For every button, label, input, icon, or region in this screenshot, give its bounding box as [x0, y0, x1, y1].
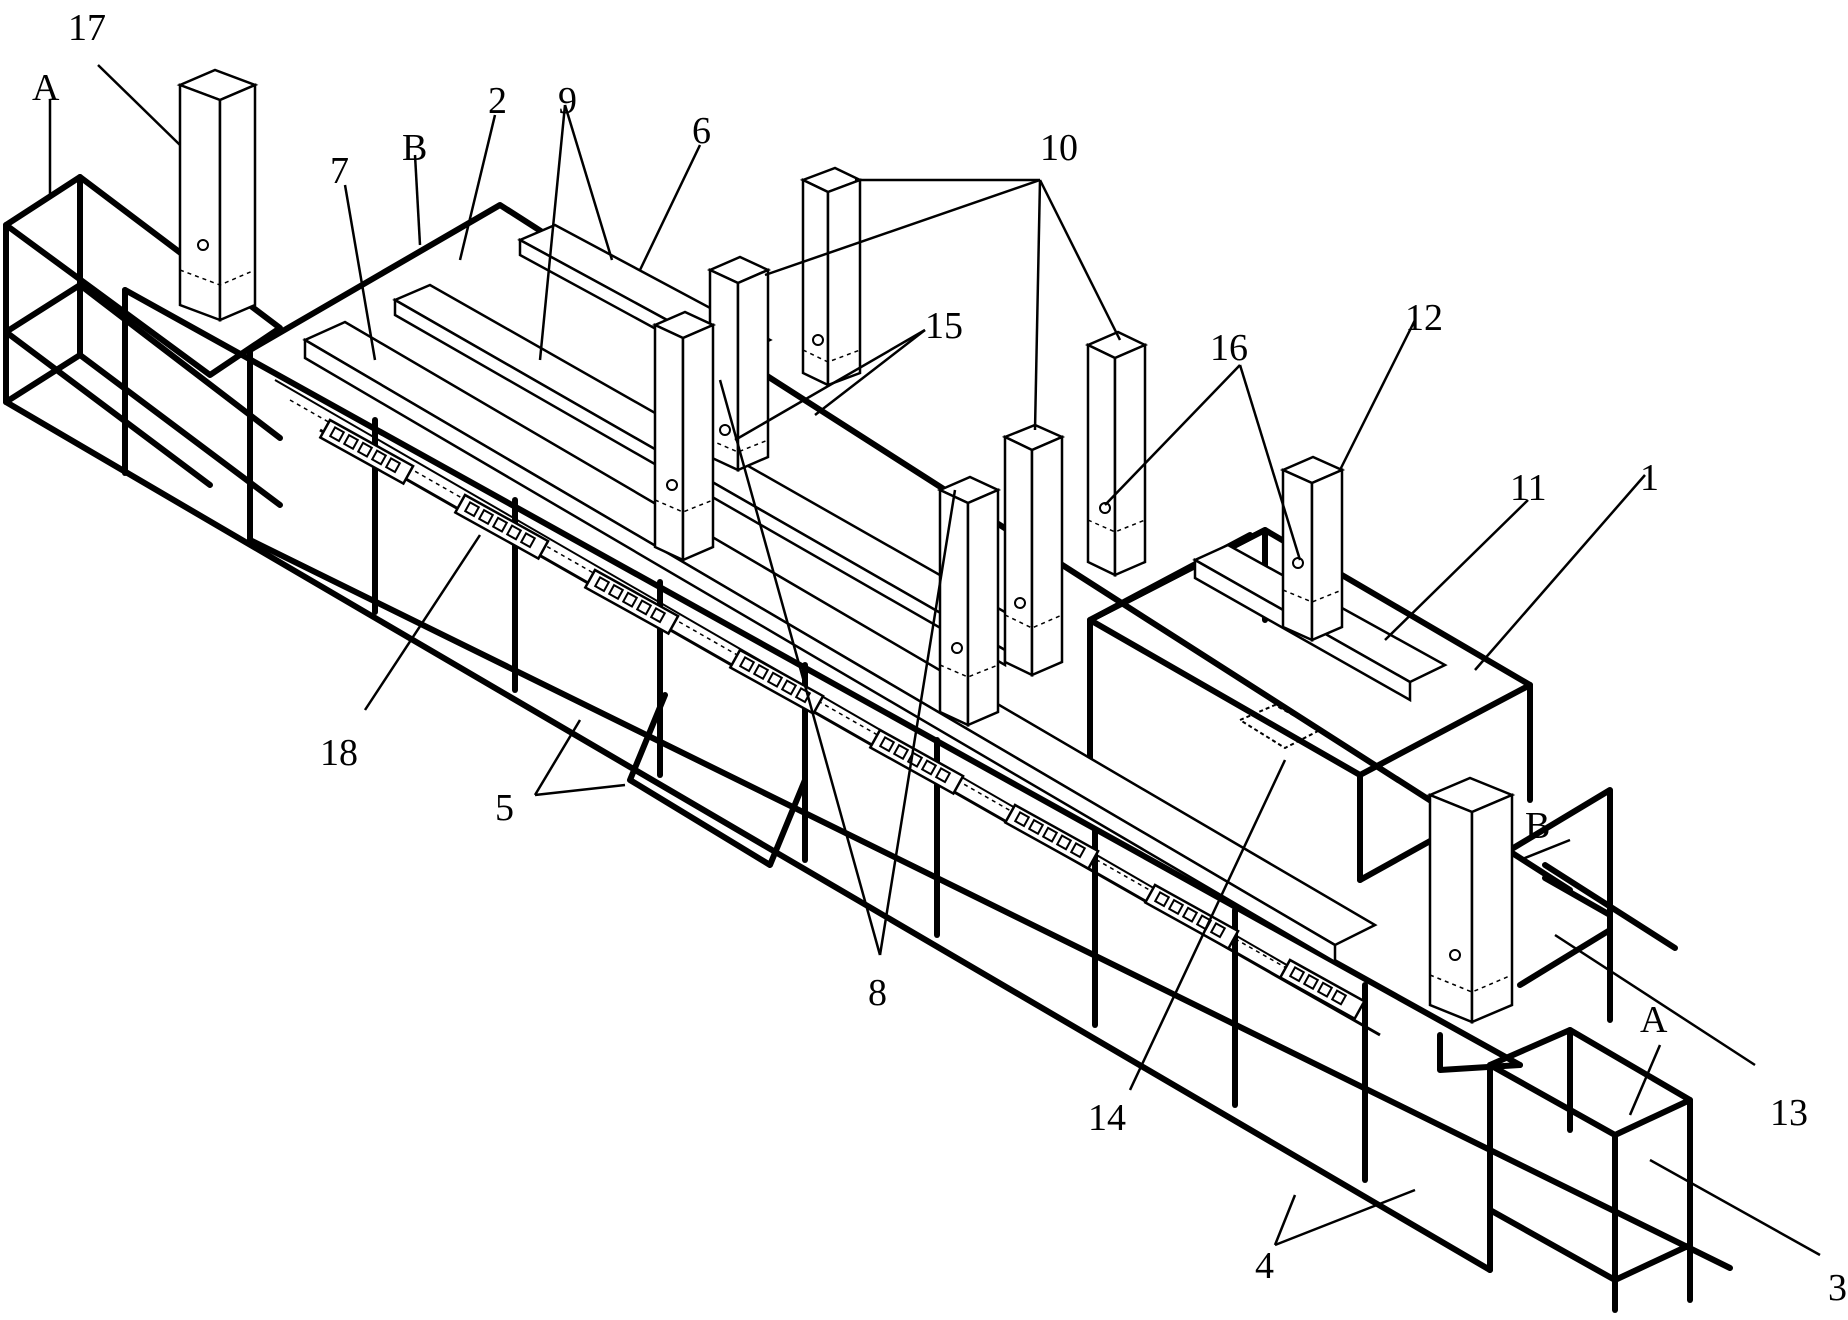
- label-13: 13: [1770, 1092, 1808, 1134]
- main-body-frame: [3, 202, 1733, 1273]
- chimney-central: [651, 310, 717, 562]
- door-5: [627, 692, 808, 868]
- label-16: 16: [1210, 327, 1248, 369]
- label-11: 11: [1510, 467, 1547, 509]
- label-6: 6: [692, 110, 711, 152]
- label-3: 3: [1828, 1267, 1847, 1309]
- label-15: 15: [925, 305, 963, 347]
- label-17: 17: [68, 7, 106, 49]
- label-8: 8: [868, 972, 887, 1014]
- chimney-8: [936, 475, 1002, 727]
- chimney-10b: [706, 255, 772, 472]
- chimney-10a: [799, 166, 864, 387]
- chimney-12: [1279, 455, 1346, 642]
- label-B-left: B: [402, 127, 427, 169]
- label-2: 2: [488, 80, 507, 122]
- chimney-10c: [1001, 423, 1066, 677]
- label-12: 12: [1405, 297, 1443, 339]
- label-9: 9: [558, 80, 577, 122]
- chimneys: [176, 68, 1516, 1024]
- right-end-frame: [1437, 1027, 1693, 1313]
- label-A-left: A: [32, 67, 60, 109]
- label-10: 10: [1040, 127, 1078, 169]
- label-A-right: A: [1640, 999, 1668, 1041]
- hood-7: [302, 320, 1378, 965]
- left-end-frame: [3, 174, 283, 543]
- chimney-17: [176, 68, 259, 322]
- label-18: 18: [320, 732, 358, 774]
- label-7: 7: [330, 150, 349, 192]
- label-4: 4: [1255, 1245, 1274, 1287]
- label-B-right: B: [1525, 805, 1550, 847]
- control-panels: [318, 418, 1367, 1021]
- chimney-right: [1426, 776, 1516, 1024]
- label-1: 1: [1640, 457, 1659, 499]
- leader-lines: [48, 64, 1821, 1257]
- reference-labels: 17 A 2 9 6 7 B 10 15 16 12 11 1 18 5 8 B…: [32, 7, 1847, 1309]
- chimney-10d: [1084, 330, 1149, 577]
- label-5: 5: [495, 787, 514, 829]
- label-14: 14: [1088, 1097, 1126, 1139]
